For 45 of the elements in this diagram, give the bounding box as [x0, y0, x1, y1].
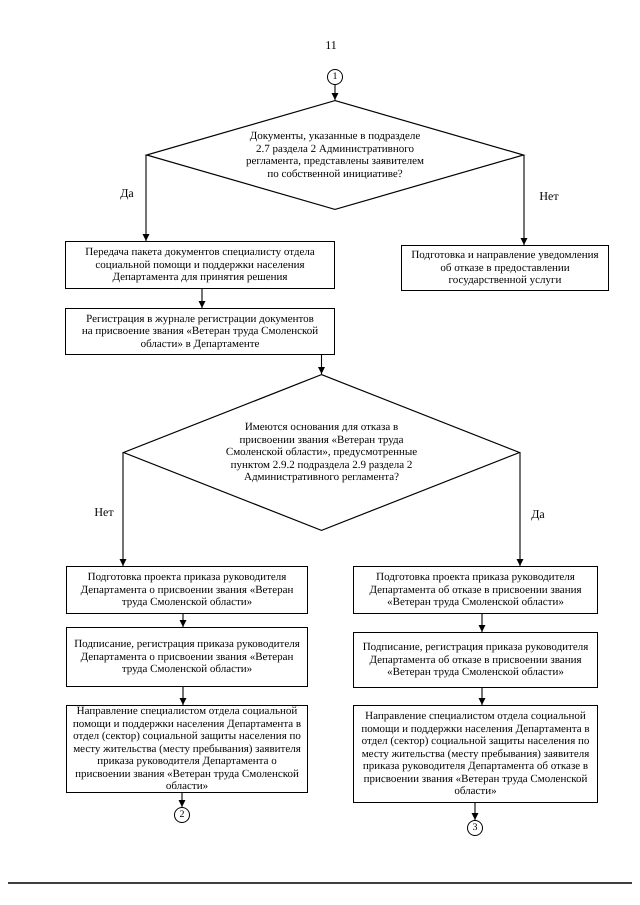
arrow: [142, 155, 150, 241]
process-text: Подготовка проекта приказа руководителя Департамента об отказе в присвоении звания «Ветеран труда Смоленской области»: [368, 571, 583, 609]
process-text: Подготовка и направление уведомления об отказе в предоставлении государственной услуги: [410, 249, 600, 287]
arrow: [178, 793, 186, 807]
process-text: Подготовка проекта приказа руководителя Департамента о присвоении звания «Ветеран труда Смоленской области»: [80, 571, 294, 609]
arrow: [516, 452, 524, 566]
process-box: [353, 632, 598, 688]
arrow: [180, 614, 186, 627]
decision-text: Имеются основания для отказа в присвоении звания «Ветеран труда Смоленской области», предусмотренные пунктом 2.9.2 подраздела 2.9 раздела 2 Административного регламента?: [226, 421, 418, 484]
connector-circle: [467, 820, 483, 836]
process-text: Подписание, регистрация приказа руководителя Департамента о присвоении звания «Ветеран труда Смоленской области»: [73, 638, 301, 676]
edge-label: Нет: [538, 189, 560, 203]
edge-label: Да: [119, 186, 135, 200]
process-box: [66, 566, 308, 614]
process-text: Подписание, регистрация приказа руководителя Департамента об отказе в присвоении звания «Ветеран труда Смоленской области»: [362, 641, 590, 679]
arrow: [120, 452, 126, 566]
arrow: [332, 85, 338, 100]
decision-diamond: [123, 374, 520, 531]
decision-text: Документы, указанные в подразделе 2.7 раздела 2 Административного регламента, представлены заявителем по собственной инициативе?: [245, 130, 425, 180]
arrow: [520, 155, 528, 245]
process-text: Направление специалистом отдела социальной помощи и поддержки населения Департамента в отдел (сектор) социальной защиты населения по месту жительства (месту пребывания) заявителя приказа руководителя Департамента о присвоении звания «Ветеран труда Смоленской области»: [72, 705, 302, 793]
process-box: [353, 566, 598, 614]
process-box: [353, 705, 598, 803]
process-box: [401, 245, 609, 291]
connector-circle: [327, 69, 343, 85]
edge-label: Да: [530, 507, 546, 521]
process-text: Регистрация в журнале регистрации документов на присвоение звания «Ветеран труда Смоленской области» в Департаменте: [80, 312, 320, 350]
arrow: [198, 289, 206, 308]
arrow: [318, 355, 325, 374]
connector-number: 3: [472, 822, 478, 834]
process-text: Передача пакета документов специалисту отдела социальной помощи и поддержки населения Департамента для принятия решения: [84, 246, 316, 284]
connector-circle: [174, 807, 190, 823]
arrow: [478, 688, 486, 705]
process-box: [65, 241, 335, 289]
connector-number: 2: [180, 809, 184, 821]
arrow: [472, 803, 478, 820]
connector-number: 1: [332, 71, 338, 83]
process-text: Направление специалистом отдела социальной помощи и поддержки населения Департамента в отдел (сектор) социальной защиты населения по месту жительства (месту пребывания) заявителя приказа руководителя Департамента об отказе в присвоении звания «Ветеран труда Смоленской области»: [360, 710, 591, 798]
process-box: [66, 627, 308, 687]
decision-diamond: [146, 100, 524, 210]
edge-label: Нет: [93, 505, 115, 519]
arrow: [478, 614, 486, 632]
page-number: 11: [325, 38, 337, 52]
arrow: [180, 687, 186, 705]
process-box: [65, 308, 335, 355]
